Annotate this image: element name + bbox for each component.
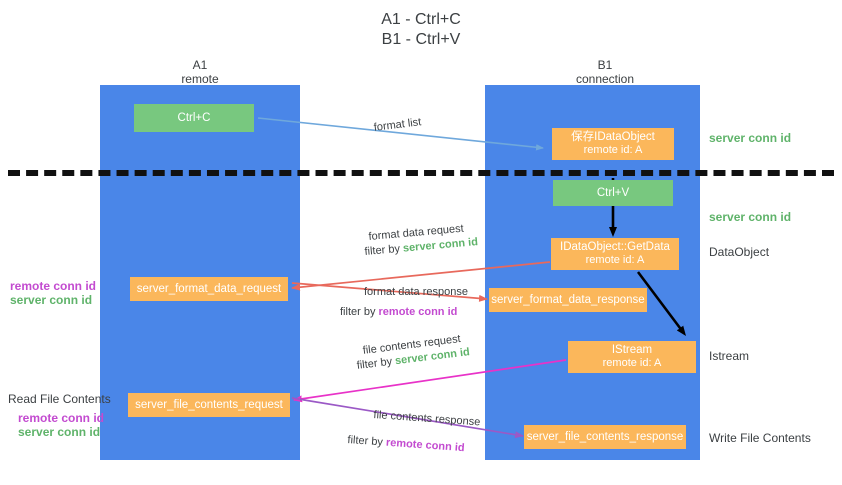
column-header-a1: A1 remote [140,58,260,86]
node-server-file-contents-response-label: server_file_contents_response [526,430,684,443]
node-istream-label: IStream [611,344,653,356]
label-read-file-contents: Read File Contents [8,392,111,406]
column-b1-role: connection [575,72,635,86]
label-write-file-contents: Write File Contents [709,431,811,445]
node-server-file-contents-request[interactable]: server_file_contents_request [128,393,290,417]
node-istream-sub: remote id: A [602,357,662,369]
node-server-file-contents-request-label: server_file_contents_request [135,398,283,411]
filter-value-remote-conn-id-2: remote conn id [385,436,466,455]
label-dataobject: DataObject [709,245,770,259]
node-idataobject-getdata-label: IDataObject::GetData [560,241,670,253]
caption-format-list: format list [373,116,422,134]
title-line-2: B1 - Ctrl+V [381,31,461,48]
node-ctrl-c[interactable]: Ctrl+C [134,104,254,132]
node-istream[interactable]: IStream remote id: A [568,341,696,373]
label-server-conn-id-left-mid: server conn id [10,293,93,307]
caption-file-contents-response: file contents response [373,408,481,429]
caption-format-data-response: format data response [364,286,468,298]
label-remote-conn-id-bottom: remote conn id [18,411,105,425]
node-ctrl-v-label: Ctrl+V [596,186,630,199]
node-server-format-data-response[interactable]: server_format_data_response [489,288,647,312]
node-idataobject-getdata[interactable]: IDataObject::GetData remote id: A [551,238,679,270]
column-b1-name: B1 [597,58,613,72]
column-header-b1: B1 connection [545,58,665,86]
label-server-conn-id-top: server conn id [709,131,792,145]
node-save-idataobject-sub: remote id: A [583,144,643,156]
node-idataobject-getdata-sub: remote id: A [585,254,645,266]
node-server-format-data-response-label: server_format_data_response [491,293,645,306]
node-save-idataobject-label: 保存IDataObject [571,131,655,143]
caption-file-contents-response-filter: filter by remote conn id [347,433,466,455]
label-istream: Istream [709,349,750,363]
node-server-format-data-request-label: server_format_data_request [136,282,282,295]
node-server-file-contents-response[interactable]: server_file_contents_response [524,425,686,449]
column-a1-name: A1 [192,58,208,72]
title-line-1: A1 - Ctrl+C [381,11,461,28]
column-a1-role: remote [181,72,219,86]
node-save-idataobject[interactable]: 保存IDataObject remote id: A [552,128,674,160]
label-remote-conn-id-mid: remote conn id [10,279,97,293]
node-server-format-data-request[interactable]: server_format_data_request [130,277,288,301]
node-ctrl-c-label: Ctrl+C [177,111,211,124]
phase-divider [8,170,834,176]
caption-format-data-response-filter: filter by remote conn id [340,306,458,318]
filter-value-remote-conn-id-1: remote conn id [378,306,458,318]
label-server-conn-id-bottom: server conn id [18,425,101,439]
label-server-conn-id-mid: server conn id [709,210,792,224]
node-ctrl-v[interactable]: Ctrl+V [553,180,673,206]
page-title: A1 - Ctrl+C B1 - Ctrl+V [0,10,842,50]
